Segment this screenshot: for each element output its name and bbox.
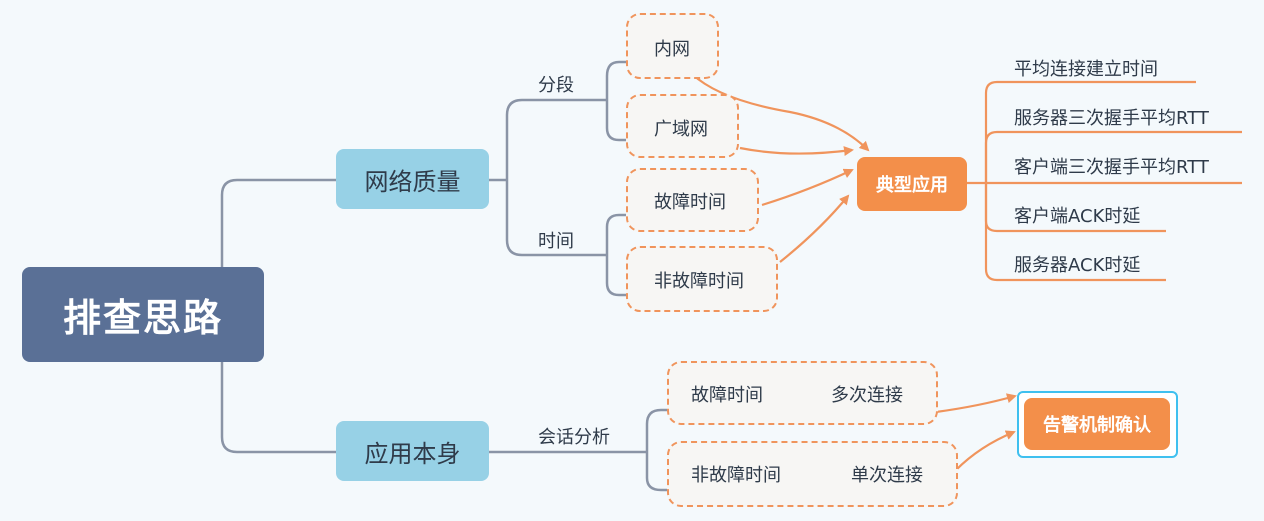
typical-app-label: 典型应用 — [876, 175, 948, 196]
metric-avg-connect-time: 平均连接建立时间 — [1014, 59, 1158, 80]
app-itself-label: 应用本身 — [364, 439, 461, 468]
arrow-single-alert — [955, 430, 1016, 471]
root-node: 排查思路 — [22, 267, 264, 362]
intranet-node: 内网 — [626, 13, 719, 79]
metric-server-handshake-rtt: 服务器三次握手平均RTT — [1014, 108, 1209, 129]
alert-label: 告警机制确认 — [1043, 415, 1151, 436]
session-non-fault-time-label: 非故障时间 — [691, 465, 781, 486]
fault-time-node: 故障时间 — [626, 168, 759, 232]
wan-label: 广域网 — [654, 119, 708, 140]
connector-root-network — [220, 178, 336, 268]
metric-server-ack-delay: 服务器ACK时延 — [1014, 255, 1141, 276]
fault-time-label: 故障时间 — [654, 192, 726, 213]
session-row-non-fault: 非故障时间 单次连接 — [667, 441, 958, 507]
non-fault-time-node: 非故障时间 — [626, 246, 778, 312]
wan-node: 广域网 — [626, 94, 739, 158]
session-multi-conn-label: 多次连接 — [831, 385, 903, 406]
connector-root-app — [220, 362, 336, 454]
arrow-multi-alert — [935, 393, 1017, 414]
typical-app-node: 典型应用 — [857, 157, 967, 211]
network-quality-node: 网络质量 — [336, 149, 489, 209]
network-quality-label: 网络质量 — [364, 167, 461, 196]
connector-time-leaves — [605, 213, 742, 255]
arrow-nonfault-typical — [779, 194, 850, 263]
app-itself-node: 应用本身 — [336, 421, 489, 481]
session-single-conn-label: 单次连接 — [851, 465, 923, 486]
root-label: 排查思路 — [62, 296, 223, 340]
session-row-fault: 故障时间 多次连接 — [667, 361, 938, 425]
metric-client-ack-delay: 客户端ACK时延 — [1014, 206, 1141, 227]
arrow-fault-typical — [761, 168, 854, 207]
session-fault-time-label: 故障时间 — [691, 385, 763, 406]
arrow-wan-typical — [739, 146, 854, 156]
connector-session-rows — [645, 408, 920, 452]
metric-client-handshake-rtt: 客户端三次握手平均RTT — [1014, 157, 1209, 178]
alert-node: 告警机制确认 — [1024, 398, 1170, 450]
non-fault-time-label: 非故障时间 — [654, 271, 744, 292]
segment-label: 分段 — [538, 75, 574, 96]
alert-node-frame: 告警机制确认 — [1017, 391, 1178, 458]
time-label: 时间 — [538, 231, 574, 252]
arrow-intranet-typical — [691, 73, 870, 152]
connector-segment-leaves — [605, 100, 722, 142]
connector-network-time — [505, 180, 607, 257]
session-analysis-label: 会话分析 — [538, 427, 610, 448]
connector-network-segment — [505, 98, 607, 180]
intranet-label: 内网 — [654, 39, 690, 60]
